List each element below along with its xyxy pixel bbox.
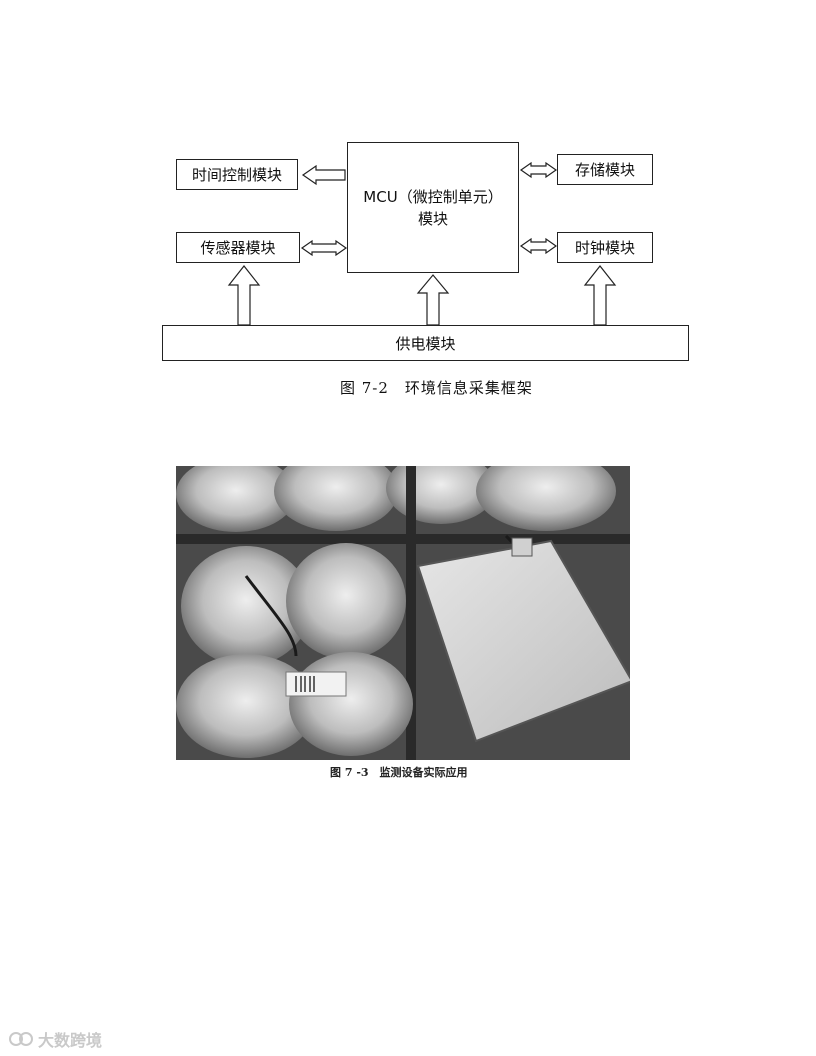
watermark-logo-icon: [8, 1030, 34, 1048]
arrow-mcu-clock: [521, 239, 556, 253]
figure-7-3-caption: 图 7 -3 监测设备实际应用: [330, 764, 468, 780]
monitoring-device-photo: [176, 466, 630, 760]
arrow-power-to-sensor: [229, 266, 259, 325]
watermark: 大数跨境: [8, 1027, 102, 1051]
arrow-mcu-to-time-control: [303, 166, 345, 184]
diagram-arrows: [0, 0, 816, 420]
arrow-power-to-clock: [585, 266, 615, 325]
watermark-text: 大数跨境: [38, 1027, 102, 1051]
arrow-sensor-mcu: [302, 241, 346, 255]
arrow-power-to-mcu: [418, 275, 448, 325]
figure-7-2-caption: 图 7-2 环境信息采集框架: [340, 377, 533, 398]
arrow-mcu-storage: [521, 163, 556, 177]
